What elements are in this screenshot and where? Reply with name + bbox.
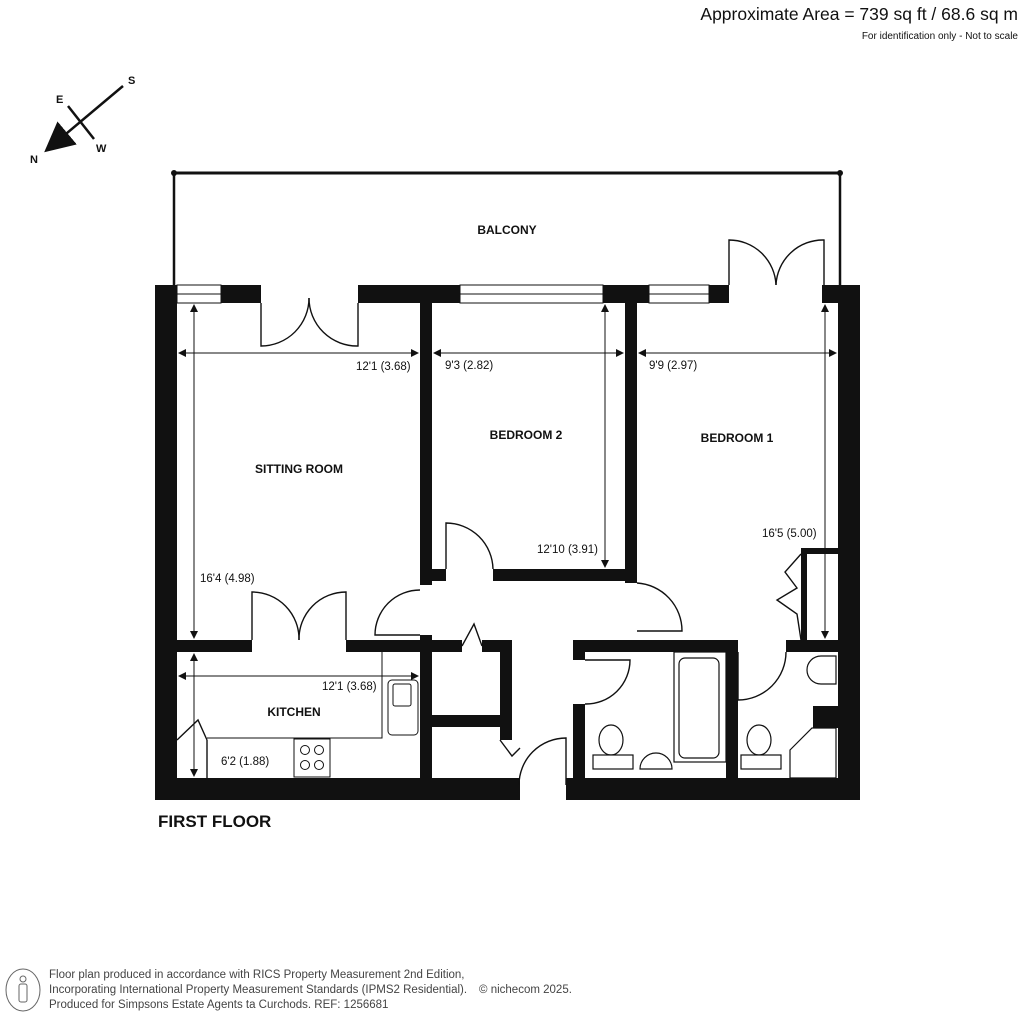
room-label-kitchen: KITCHEN bbox=[267, 705, 320, 719]
ensuite-toilet bbox=[746, 724, 772, 756]
bathroom-fixtures bbox=[592, 651, 837, 779]
footer-credits: Floor plan produced in accordance with R… bbox=[49, 968, 572, 1013]
dimension-lines bbox=[178, 304, 837, 777]
compass-west-label: W bbox=[96, 143, 107, 155]
room-label-balcony: BALCONY bbox=[477, 223, 536, 237]
room-label-sitting-room: SITTING ROOM bbox=[255, 462, 343, 476]
dim-sitting-length: 16'4 (4.98) bbox=[200, 573, 255, 585]
dim-bedroom1-length: 16'5 (5.00) bbox=[762, 528, 817, 540]
footer-line-2: Incorporating International Property Mea… bbox=[49, 984, 468, 996]
approximate-area: Approximate Area = 739 sq ft / 68.6 sq m bbox=[700, 4, 1018, 24]
room-label-bedroom-2: BEDROOM 2 bbox=[490, 428, 563, 442]
walls bbox=[155, 285, 860, 800]
toilet bbox=[598, 724, 624, 756]
footer-line-1: Floor plan produced in accordance with R… bbox=[49, 969, 465, 981]
dim-bedroom1-width: 9'9 (2.97) bbox=[649, 360, 697, 372]
kitchen-sink bbox=[387, 679, 419, 736]
floor-title: FIRST FLOOR bbox=[158, 812, 272, 831]
dim-bedroom2-length: 12'10 (3.91) bbox=[537, 544, 598, 556]
kitchen-hob bbox=[293, 738, 331, 778]
room-label-bedroom-1: BEDROOM 1 bbox=[701, 431, 774, 445]
compass-north-label: N bbox=[30, 154, 38, 166]
compass-rose: S E W N bbox=[30, 75, 135, 166]
dim-sitting-width: 12'1 (3.68) bbox=[356, 361, 411, 373]
doors bbox=[176, 239, 825, 786]
kitchen-counter bbox=[207, 652, 419, 778]
compass-south-label: S bbox=[128, 75, 135, 87]
person-icon bbox=[5, 968, 41, 1012]
windows bbox=[176, 284, 710, 304]
ensuite-basin bbox=[806, 655, 837, 685]
compass-east-label: E bbox=[56, 94, 63, 106]
dim-kitchen-width: 12'1 (3.68) bbox=[322, 681, 377, 693]
dim-bedroom2-width: 9'3 (2.82) bbox=[445, 360, 493, 372]
scale-disclaimer: For identification only - Not to scale bbox=[861, 31, 1018, 42]
dim-kitchen-length: 6'2 (1.88) bbox=[221, 756, 269, 768]
footer-line-3: Produced for Simpsons Estate Agents ta C… bbox=[49, 999, 389, 1011]
balcony bbox=[171, 170, 843, 286]
footer-copyright: © nichecom 2025. bbox=[479, 984, 572, 996]
shower bbox=[789, 727, 837, 779]
basin bbox=[639, 752, 673, 770]
